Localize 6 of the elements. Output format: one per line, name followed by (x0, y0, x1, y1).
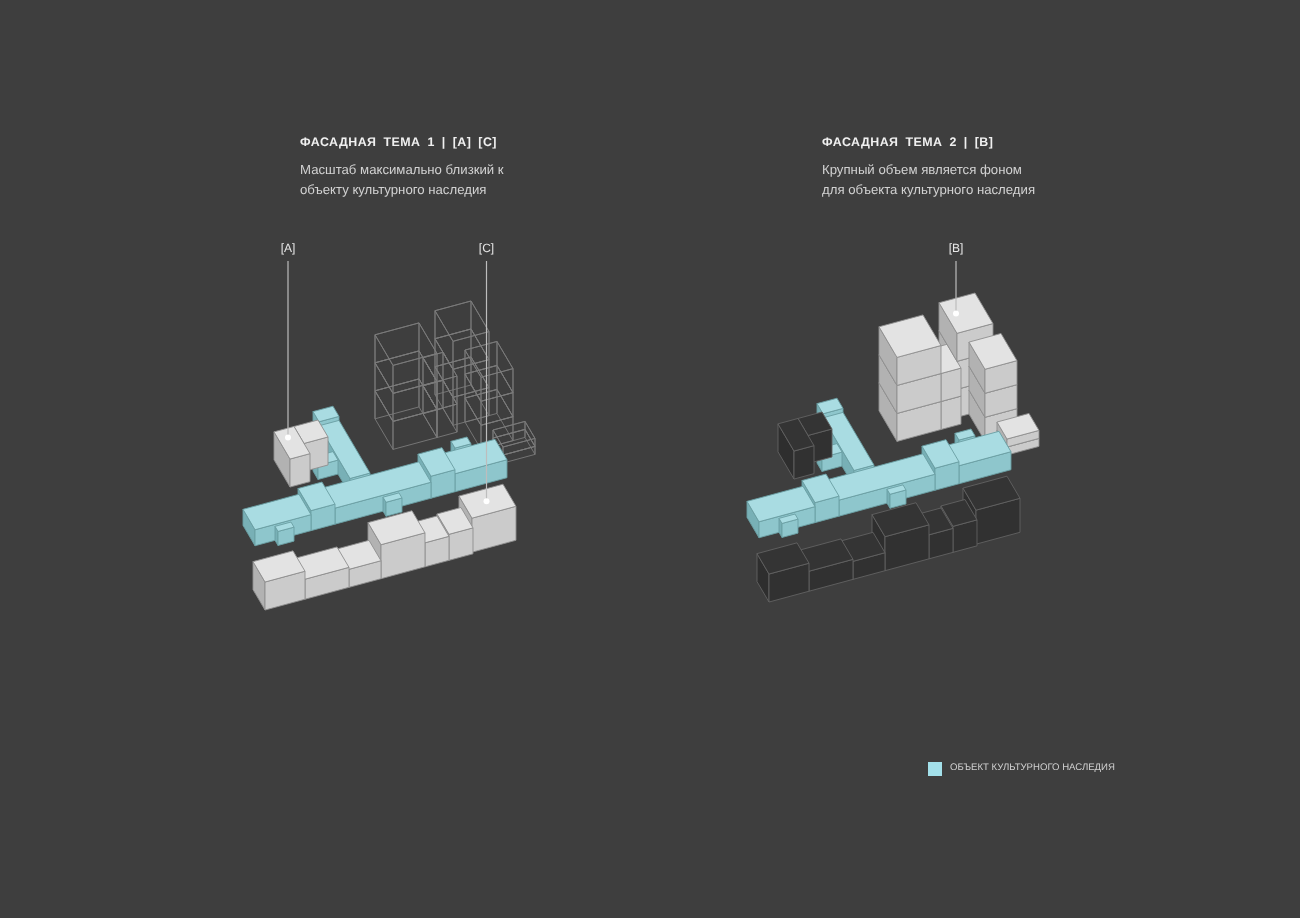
building-row (251, 483, 516, 611)
l-shaped-building (272, 419, 328, 488)
leader-line (953, 260, 959, 317)
leader-line (483, 260, 490, 505)
leader-line (285, 260, 291, 441)
building-massing (877, 292, 1039, 456)
